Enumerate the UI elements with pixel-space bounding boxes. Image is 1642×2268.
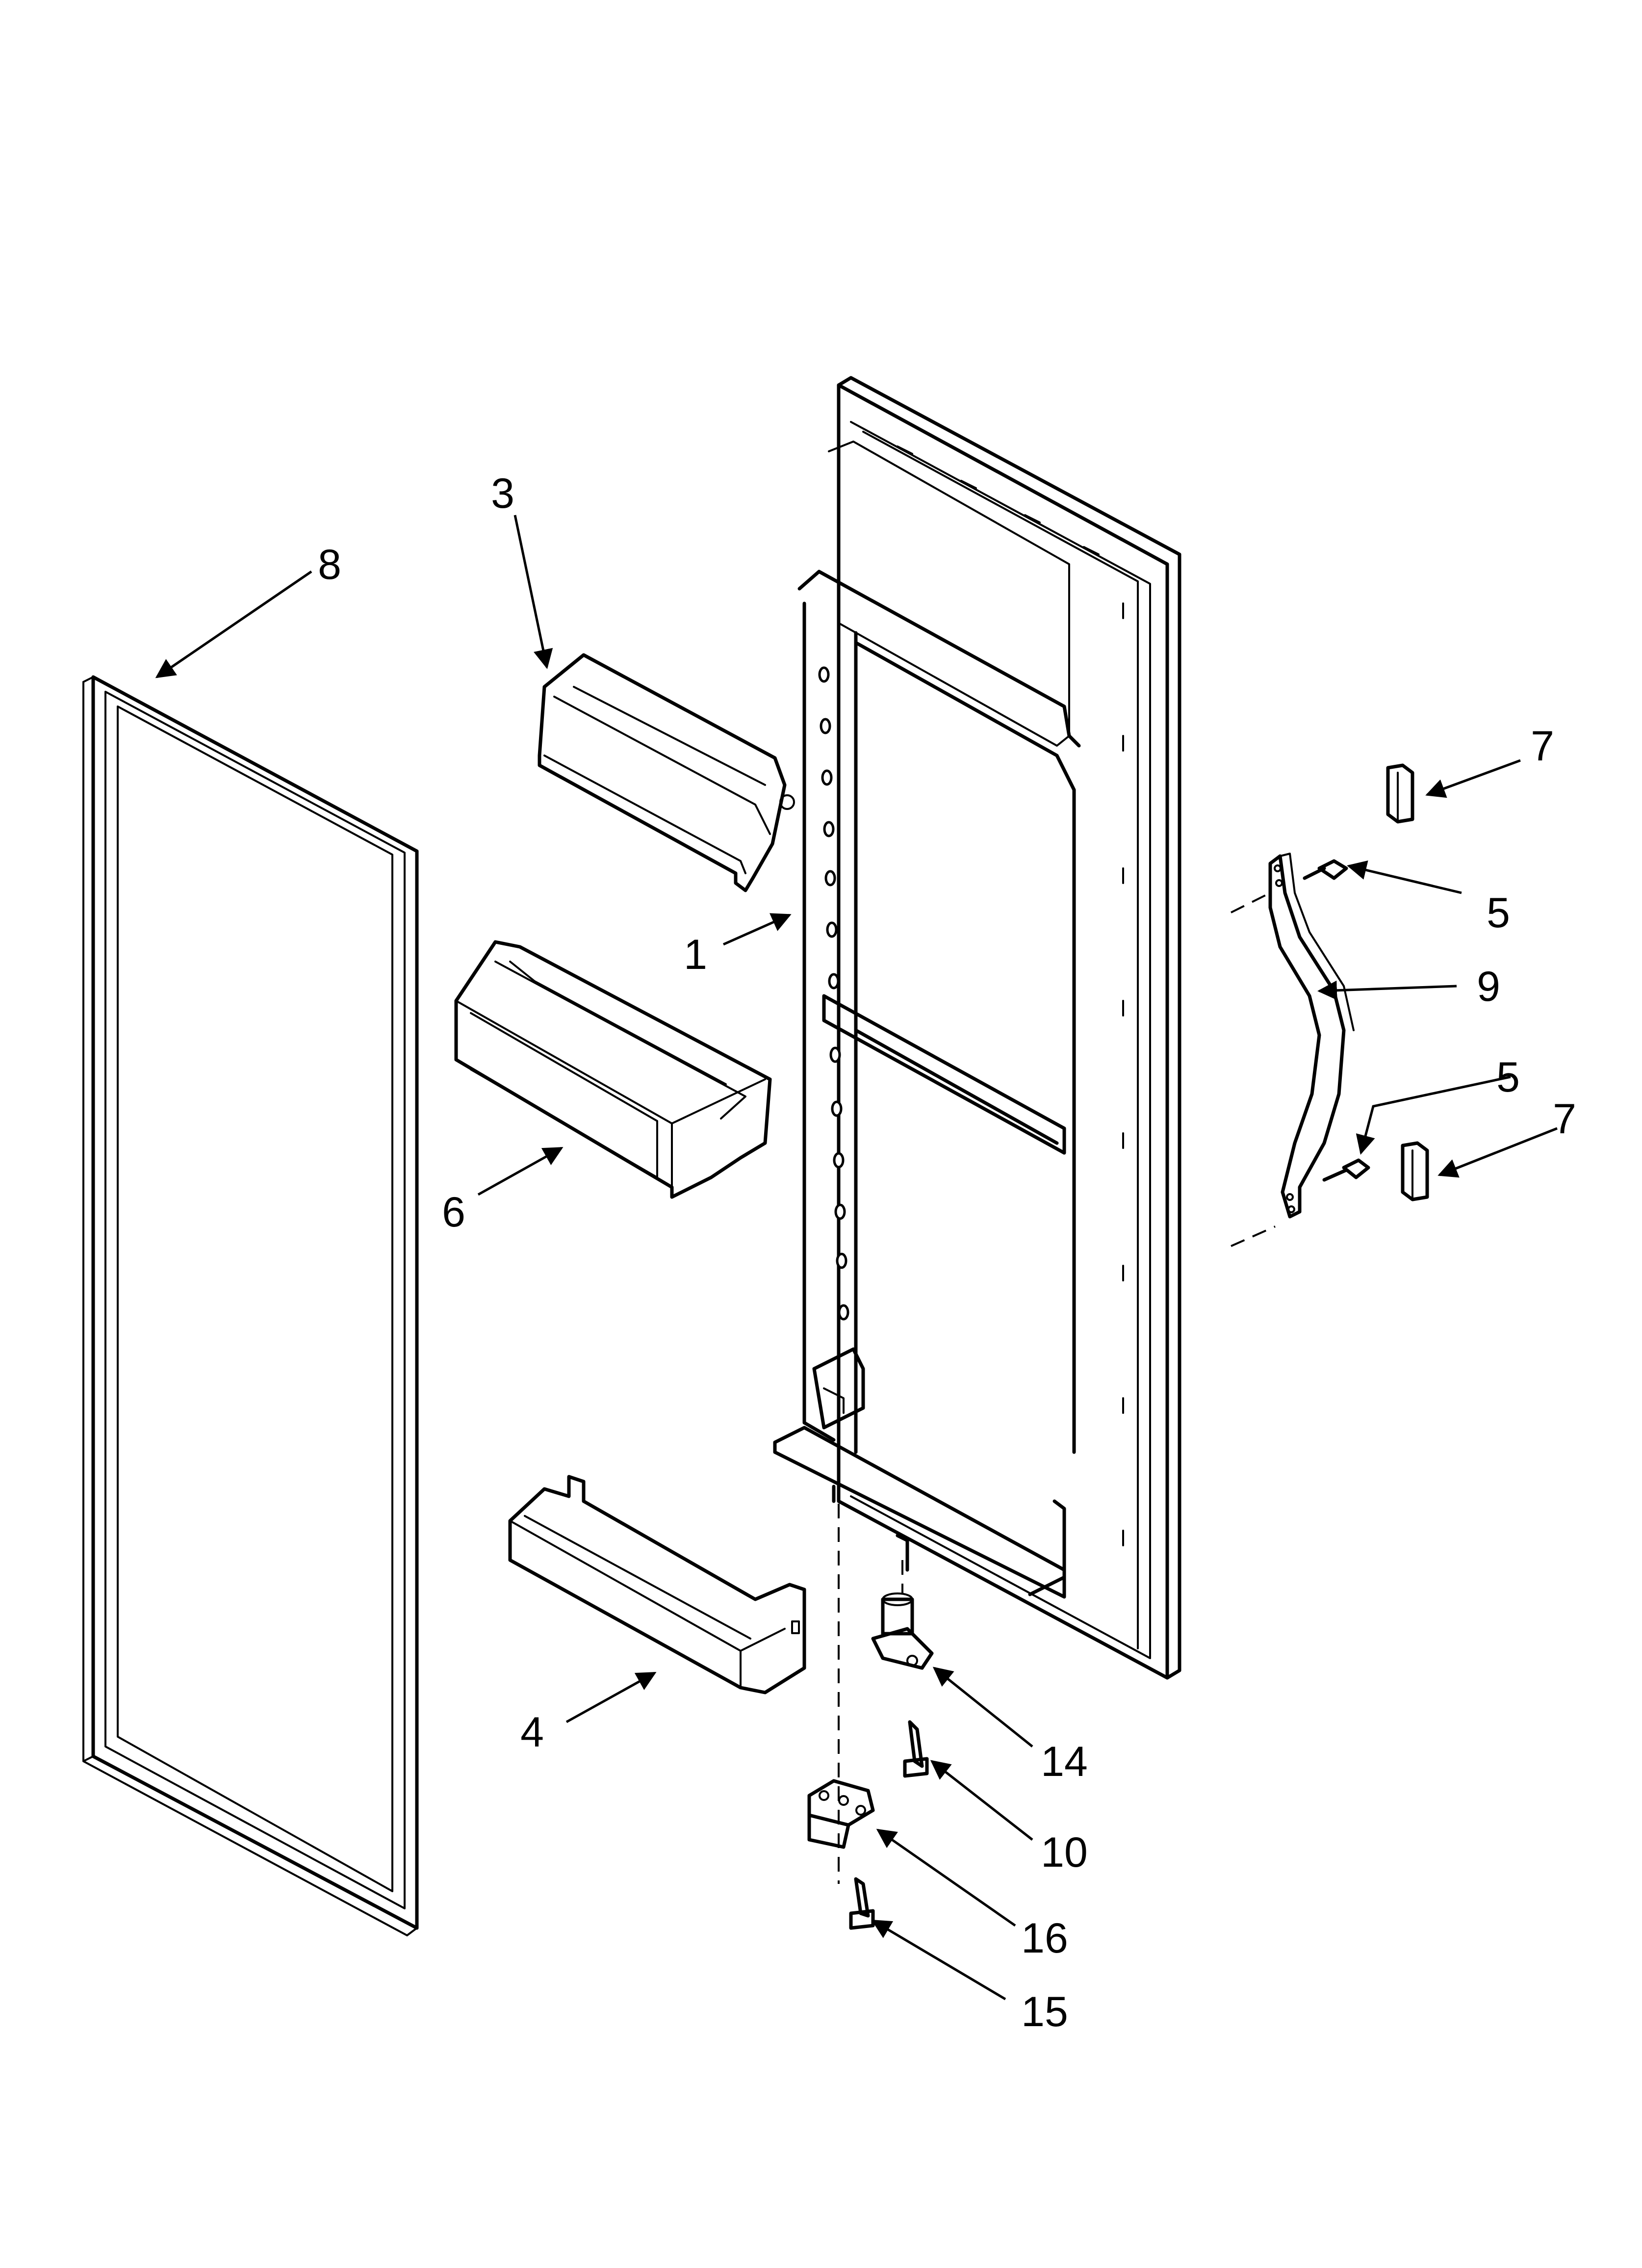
cover-top-part [1386, 763, 1414, 824]
callout-9: 9 [1477, 963, 1500, 1010]
gasket-part [82, 675, 419, 1936]
bin-middle-part [454, 940, 772, 1199]
callout-3: 3 [491, 470, 514, 517]
callout-5-bottom: 5 [1496, 1054, 1520, 1101]
callout-16: 16 [1021, 1915, 1068, 1962]
callout-labels: 1 3 4 5 5 6 7 7 8 9 10 14 15 16 [318, 470, 1576, 2035]
cover-bottom-part [1401, 1141, 1429, 1201]
callout-14: 14 [1041, 1738, 1088, 1785]
screw-bottom-part [849, 1877, 875, 1930]
callout-4: 4 [520, 1709, 544, 1756]
handle-part [1268, 853, 1355, 1219]
screw-hinge-part [903, 1720, 929, 1778]
door-liner-part [773, 376, 1181, 1680]
callout-6: 6 [442, 1189, 465, 1236]
callout-15: 15 [1021, 1988, 1068, 2035]
callout-7-bottom: 7 [1553, 1095, 1576, 1143]
screw-handle-bottom-part [1322, 1158, 1370, 1182]
callout-5-top: 5 [1487, 889, 1510, 937]
shelf-holes [818, 666, 849, 1321]
hinge-bracket-part [807, 1779, 875, 1849]
screw-handle-top-part [1303, 859, 1348, 880]
callout-7-top: 7 [1531, 723, 1554, 770]
bin-bottom-part [508, 1475, 806, 1694]
gasket-clips [897, 445, 1124, 1546]
callout-8: 8 [318, 541, 341, 588]
leader-arrows [155, 515, 1558, 2001]
assembly-axes [838, 892, 1276, 1884]
callout-1: 1 [684, 931, 707, 978]
callout-10: 10 [1041, 1829, 1088, 1876]
hinge-pin-part [871, 1592, 934, 1670]
dairy-door-part [538, 653, 795, 892]
